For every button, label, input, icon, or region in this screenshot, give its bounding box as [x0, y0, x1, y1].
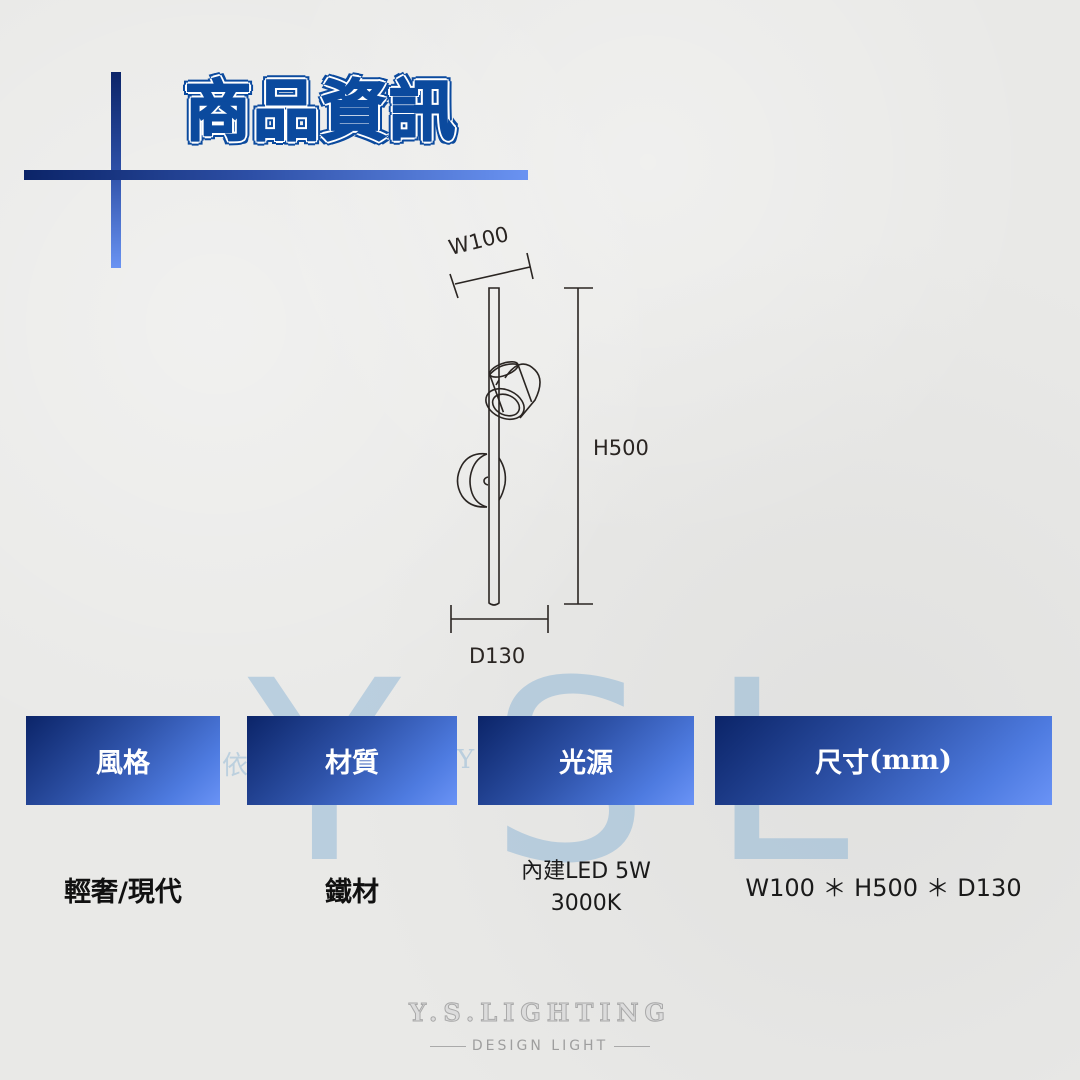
height-label: H500: [593, 436, 649, 460]
fixture-wall-plate: [456, 452, 507, 508]
brand-tagline-row: DESIGN LIGHT: [0, 1038, 1080, 1054]
fixture-rod: [488, 287, 500, 606]
header-horizontal-bar: [24, 170, 528, 180]
brand-tagline: DESIGN LIGHT: [471, 1038, 609, 1054]
spec-header-light-source: 光源: [478, 716, 694, 805]
spec-header-size: 尺寸(mm): [715, 716, 1052, 805]
tagline-rule-left: [429, 1045, 466, 1047]
spec-header-material-label: 材質: [325, 748, 379, 779]
fixture-dimension-drawing: [449, 252, 593, 633]
depth-dimension-line: [450, 605, 549, 633]
spec-value-light-source-line1: 內建LED 5W: [521, 859, 651, 884]
width-dimension-line: [449, 252, 534, 299]
height-dimension-line: [564, 287, 593, 605]
depth-label: D130: [469, 644, 526, 668]
spec-value-material: 鐵材: [325, 877, 379, 908]
spec-header-size-unit: (mm): [869, 745, 952, 776]
fixture-spot-head: [488, 361, 533, 413]
tagline-rule-right: [614, 1045, 651, 1047]
spec-header-light-source-label: 光源: [559, 748, 613, 779]
page-title: 商品資訊: [184, 72, 457, 151]
brand-logo-name: Y.S.LIGHTING: [408, 998, 672, 1028]
spec-header-style-label: 風格: [96, 748, 150, 779]
watermark-small-left: 依: [222, 751, 249, 781]
watermark-small-right: Y: [457, 745, 475, 775]
spec-header-style: 風格: [26, 716, 220, 805]
spec-value-size: W100 ＊ H500 ＊ D130: [745, 874, 1022, 902]
spec-value-light-source-line2: 3000K: [550, 891, 622, 916]
spec-value-light-source: 內建LED 5W 3000K: [478, 856, 694, 920]
spec-header-size-label: 尺寸: [815, 748, 870, 779]
spec-value-style: 輕奢/現代: [64, 877, 182, 908]
spec-header-material: 材質: [247, 716, 457, 805]
